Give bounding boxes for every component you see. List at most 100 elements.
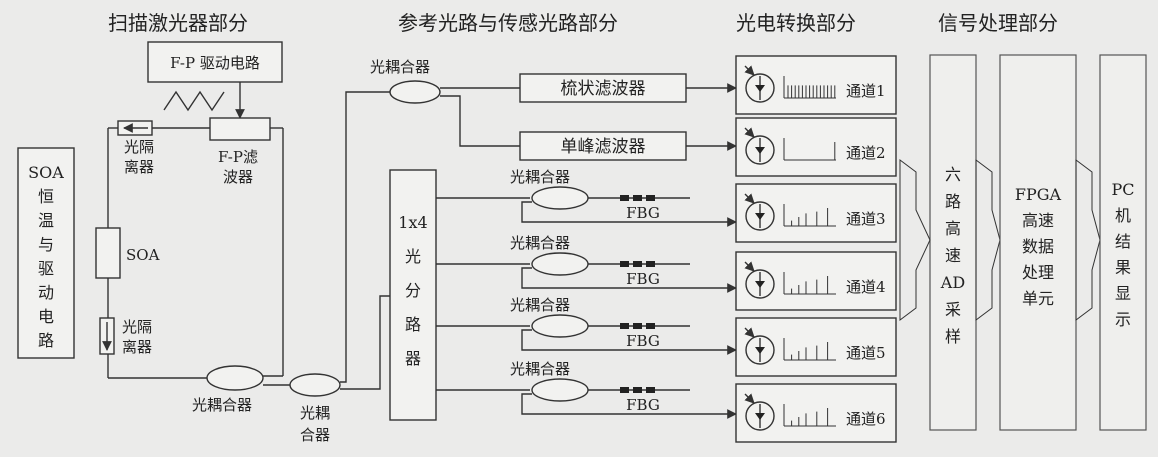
ad-text-char: 速: [945, 246, 961, 265]
photodiode-icon: [745, 201, 775, 231]
splitter-text-char: 1x4: [398, 213, 427, 232]
channel-label: 通道4: [846, 278, 886, 296]
channel-label: 通道5: [846, 344, 886, 362]
soa-box: [95, 227, 121, 279]
fbg-grating-icon: [620, 261, 629, 267]
fpga-text-char: 单元: [1022, 289, 1054, 308]
soa-driver-box: [17, 147, 75, 359]
light-in-arrow-icon: [744, 127, 755, 138]
fbg-label: FBG: [626, 204, 660, 222]
fpga-box: [999, 54, 1077, 431]
sensing-coupler-label: 光耦合器: [510, 296, 570, 314]
fbg-grating-icon: [620, 195, 629, 201]
photodiode-icon: [745, 135, 775, 165]
fbg-label: FBG: [626, 396, 660, 414]
ref-line-up: [340, 91, 392, 383]
single-feed-line: [440, 95, 520, 147]
photodiode-icon: [745, 335, 775, 365]
light-in-arrow-icon: [744, 393, 755, 404]
fbg-grating-icon: [646, 323, 655, 329]
isolator-top-label-2: 离器: [124, 158, 154, 176]
single-filter-box: [519, 131, 687, 161]
pc-text-char: 显: [1115, 284, 1131, 303]
soa-driver-text-char: 路: [38, 331, 54, 350]
sensing-coupler-icon: [531, 186, 589, 210]
sensing-coupler-label: 光耦合器: [510, 360, 570, 378]
light-in-arrow-icon: [744, 65, 755, 76]
fbg-grating-icon: [620, 323, 629, 329]
pc-text-char: 结: [1115, 232, 1131, 251]
fpga-text-char: 数据: [1022, 237, 1054, 256]
channels-to-ad-arrow-icon: [899, 159, 931, 321]
fbg-grating-icon: [633, 387, 642, 393]
light-in-arrow-icon: [744, 261, 755, 272]
light-in-arrow-icon: [744, 327, 755, 338]
fpga-text-char: 高速: [1022, 211, 1054, 230]
comb-filter-label: 梳状滤波器: [561, 79, 646, 99]
header-reference: 参考光路与传感光路部分: [398, 11, 618, 35]
sensing-coupler-icon: [531, 314, 589, 338]
channel-3: 通道3: [735, 183, 897, 243]
fbg-grating-icon: [633, 323, 642, 329]
pc-text-char: 示: [1115, 310, 1131, 329]
header-laser: 扫描激光器部分: [108, 11, 248, 35]
fbg-grating-icon: [646, 195, 655, 201]
triangle-wave-icon: [163, 90, 225, 112]
isolator-bottom-label-2: 离器: [122, 338, 152, 356]
fp-driver-box: [147, 41, 283, 83]
channel-5: 通道5: [735, 317, 897, 377]
pc-text-char: 果: [1115, 258, 1131, 277]
sensing-coupler-label: 光耦合器: [510, 168, 570, 186]
ad-text-char: AD: [940, 273, 965, 292]
branch-return-arrow: [521, 267, 737, 293]
channel-4: 通道4: [735, 251, 897, 311]
channel-label: 通道3: [846, 210, 886, 228]
splitter-text-char: 器: [405, 349, 421, 368]
fbg-grating-icon: [633, 261, 642, 267]
isolator-top-label-1: 光隔: [124, 138, 154, 156]
ad-text-char: 六: [945, 165, 961, 184]
channel-label: 通道1: [846, 82, 886, 100]
splitter-text-char: 光: [405, 247, 421, 266]
single-filter-label: 单峰滤波器: [561, 137, 646, 157]
fp-driver-label: F-P 驱动电路: [170, 54, 260, 72]
soa-driver-text-char: 驱: [38, 259, 54, 278]
diode-triangle-icon: [755, 347, 765, 354]
laser-coupler-label: 光耦合器: [192, 396, 252, 414]
diode-triangle-icon: [755, 413, 765, 420]
ad-text-char: 采: [945, 300, 961, 319]
coupler-left-icon: [289, 373, 341, 397]
pc-box: [1099, 54, 1147, 431]
comb-filter-box: [519, 73, 687, 103]
isolator-bottom-label-1: 光隔: [122, 318, 152, 336]
fbg-label: FBG: [626, 270, 660, 288]
fpga-text-char: FPGA: [1015, 185, 1062, 204]
coupler-top-icon: [389, 80, 441, 104]
fbg-grating-icon: [646, 387, 655, 393]
branch-return-arrow: [521, 393, 737, 419]
fp-filter-label-1: F-P滤: [218, 148, 258, 166]
fp-filter-box: [209, 117, 271, 141]
ad-text-char: 样: [945, 327, 961, 346]
splitter-text-char: 路: [405, 315, 421, 334]
diode-triangle-icon: [755, 147, 765, 154]
fpga-text-char: 处理: [1022, 263, 1054, 282]
channel-1: 通道1: [735, 55, 897, 115]
header-signal: 信号处理部分: [938, 11, 1058, 35]
pc-text-char: PC: [1111, 180, 1134, 199]
soa-driver-text-char: SOA: [28, 163, 64, 182]
splitter-text-char: 分: [405, 281, 421, 300]
soa-driver-text-char: 电: [38, 307, 54, 326]
channel-2: 通道2: [735, 117, 897, 177]
coupler-top-label: 光耦合器: [370, 58, 430, 76]
diode-triangle-icon: [755, 213, 765, 220]
sensing-coupler-label: 光耦合器: [510, 234, 570, 252]
sense-line-up: [340, 295, 390, 390]
splitter-box: [389, 169, 437, 421]
